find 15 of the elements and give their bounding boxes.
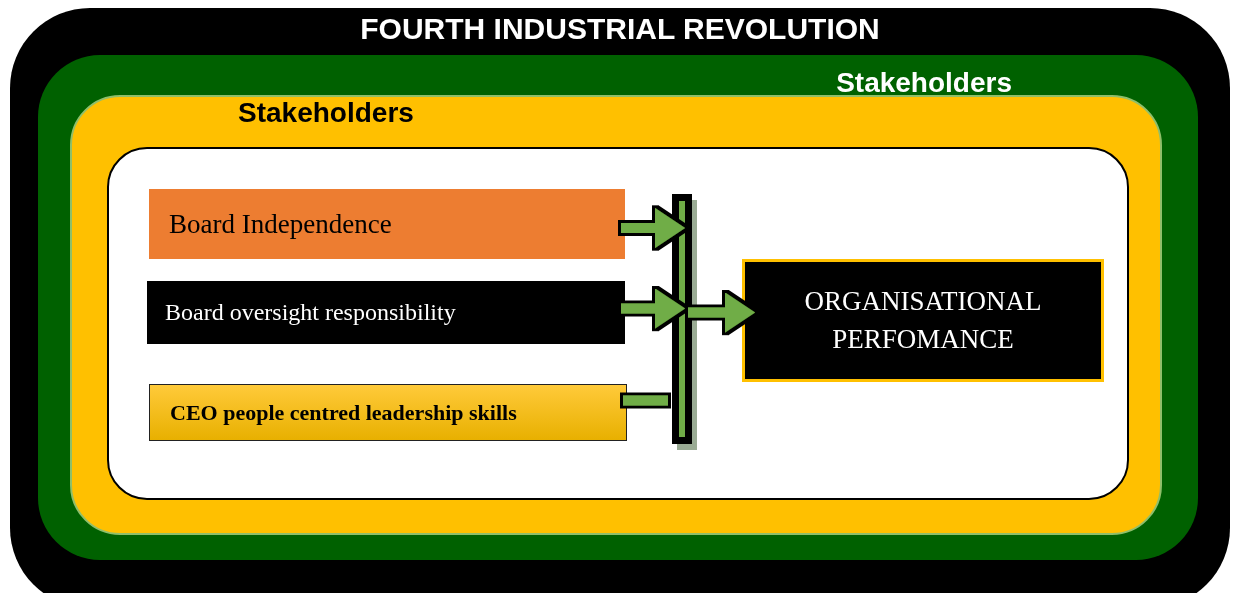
- content-panel: [107, 147, 1129, 500]
- factor-box: [149, 384, 627, 441]
- stakeholder-band: [70, 95, 1162, 535]
- band-heading: Stakeholders: [836, 67, 1012, 99]
- box-label: Board oversight responsibility: [165, 299, 456, 326]
- box-label: CEO people centred leadership skills: [170, 399, 517, 426]
- stakeholder-band: [38, 55, 1198, 560]
- factor-box: [147, 281, 625, 344]
- band-heading: Stakeholders: [238, 97, 414, 129]
- arrow: [688, 292, 755, 333]
- outcome-box: [742, 259, 1104, 382]
- title: FOURTH INDUSTRIAL REVOLUTION: [359, 12, 881, 46]
- factor-box: [149, 189, 625, 259]
- box-label: ORGANISATIONAL PERFOMANCE: [803, 284, 1043, 356]
- box-label: Board Independence: [169, 208, 392, 240]
